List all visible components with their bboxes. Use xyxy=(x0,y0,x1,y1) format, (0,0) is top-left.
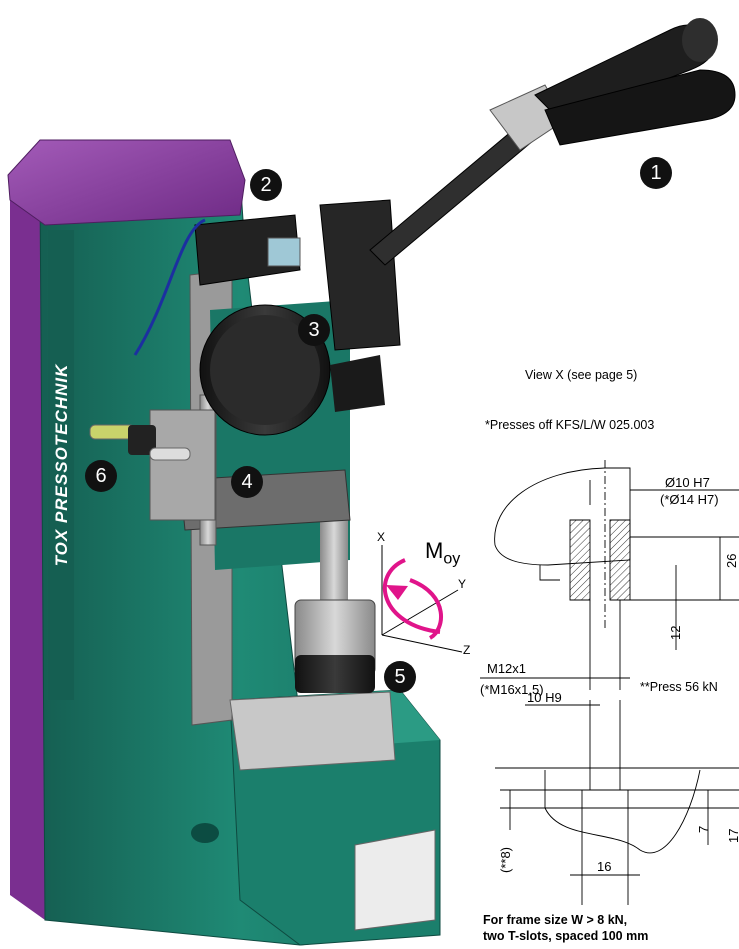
axis-y-label: Y xyxy=(458,577,467,591)
footnote-line-1: For frame size W > 8 kN, xyxy=(483,913,628,927)
callout-marker-5: 5 xyxy=(384,661,416,693)
view-x-drawing xyxy=(480,460,739,690)
y-axis-line xyxy=(381,589,459,636)
callout-marker-4: 4 xyxy=(231,466,263,498)
z-axis-line xyxy=(381,634,463,653)
moment-arc xyxy=(382,558,441,634)
axis-z-label: Z xyxy=(463,643,471,657)
t-slot-drawing xyxy=(495,700,739,905)
moment-arrowhead xyxy=(386,585,408,600)
callout-marker-1: 1 xyxy=(640,157,672,189)
callout-marker-6: 6 xyxy=(85,460,117,492)
brand-label: TOX PRESSOTECHNIK xyxy=(52,363,71,567)
presses-note: *Presses off KFS/L/W 025.003 xyxy=(485,418,655,432)
axis-system xyxy=(381,545,463,653)
dim-thread: M12x1 xyxy=(487,661,527,676)
callout-marker-2: 2 xyxy=(250,169,282,201)
callout-marker-3: 3 xyxy=(298,314,330,346)
dim-slot-base: 16 xyxy=(597,859,612,874)
view-title: View X (see page 5) xyxy=(525,368,638,382)
dim-slot-width: 10 H9 xyxy=(527,690,562,705)
moment-label: Moy xyxy=(425,538,460,568)
dim-bore: Ø10 H7 xyxy=(665,475,710,490)
moment-symbol: M xyxy=(425,538,444,563)
press-mechanism xyxy=(89,18,736,693)
dim-slot-depth: 17 xyxy=(726,828,739,843)
dim-thread-alt: (*M16x1,5) xyxy=(480,682,544,697)
axis-x-label: X xyxy=(377,530,386,544)
dim-12: 12 xyxy=(668,625,683,640)
dim-slot-depth-alt: (**8) xyxy=(498,846,513,873)
footnote-line-2: two T-slots, spaced 100 mm xyxy=(483,929,649,943)
press56-note: **Press 56 kN xyxy=(640,680,718,694)
dim-26: 26 xyxy=(724,553,739,568)
dim-bore-alt: (*Ø14 H7) xyxy=(660,492,719,507)
moment-subscript: oy xyxy=(443,550,461,568)
dim-slot-height: 7 xyxy=(696,825,711,833)
brand-band xyxy=(48,230,74,700)
